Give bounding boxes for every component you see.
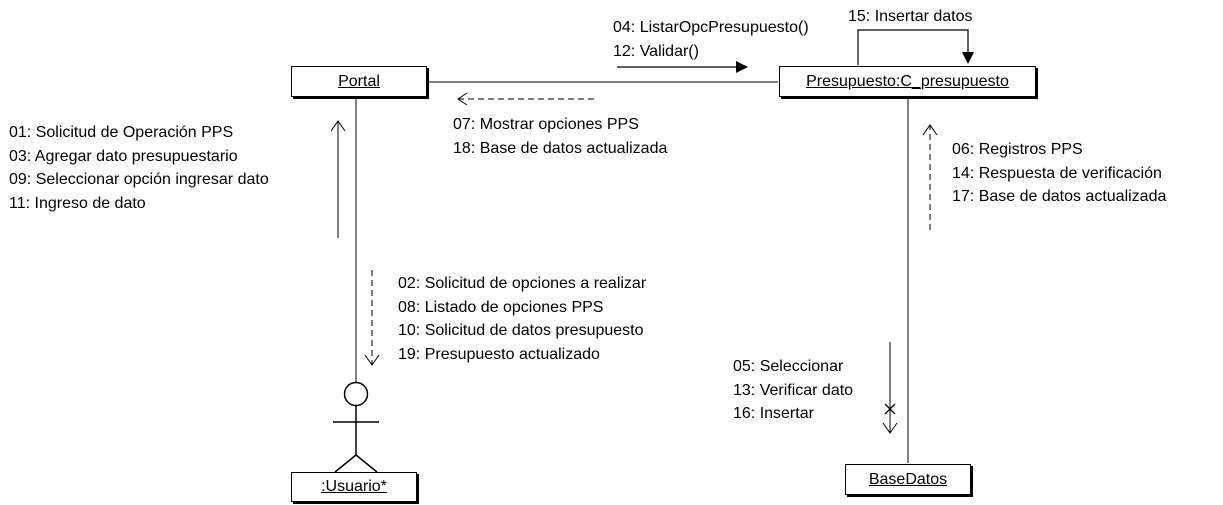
object-usuario[interactable]: :Usuario* bbox=[291, 472, 417, 502]
message-label: 06: Registros PPS bbox=[952, 141, 1083, 158]
message-label: 07: Mostrar opciones PPS bbox=[453, 116, 639, 133]
self-message-loop bbox=[857, 29, 969, 65]
arrowhead-presupuesto-to-portal bbox=[457, 92, 468, 106]
cross-mark bbox=[884, 403, 896, 415]
message-label: 17: Base de datos actualizada bbox=[952, 188, 1167, 205]
messages-presupuesto-to-portal: 07: Mostrar opciones PPS 18: Base de dat… bbox=[453, 113, 667, 160]
arrowhead-presupuesto-to-basedatos bbox=[882, 422, 898, 434]
messages-basedatos-to-presupuesto: 06: Registros PPS 14: Respuesta de verif… bbox=[952, 138, 1166, 209]
message-label: 10: Solicitud de datos presupuesto bbox=[398, 322, 644, 339]
message-label: 01: Solicitud de Operación PPS bbox=[9, 124, 234, 141]
message-label: 02: Solicitud de opciones a realizar bbox=[398, 275, 647, 292]
message-label: 16: Insertar bbox=[733, 405, 814, 422]
message-label: 18: Base de datos actualizada bbox=[453, 139, 668, 157]
actor-icon bbox=[333, 381, 379, 473]
message-label: 19: Presupuesto actualizado bbox=[398, 345, 600, 363]
object-usuario-label: :Usuario* bbox=[321, 478, 387, 495]
messages-portal-to-usuario: 02: Solicitud de opciones a realizar 08:… bbox=[398, 272, 646, 366]
message-label: 05: Seleccionar bbox=[733, 358, 844, 375]
object-portal-label: Portal bbox=[338, 73, 380, 90]
self-message-arrowhead bbox=[962, 52, 974, 64]
messages-presupuesto-to-basedatos: 05: Seleccionar 13: Verificar dato 16: I… bbox=[733, 355, 853, 426]
arrowhead-portal-to-presupuesto bbox=[736, 61, 748, 73]
object-basedatos-label: BaseDatos bbox=[868, 471, 948, 488]
arrowhead-usuario-to-portal bbox=[330, 120, 346, 132]
messages-portal-to-presupuesto: 04: ListarOpcPresupuesto() 12: Validar() bbox=[613, 16, 809, 63]
message-label: 12: Validar() bbox=[613, 42, 699, 60]
message-label: 15: Insertar datos bbox=[848, 8, 973, 25]
object-portal[interactable]: Portal bbox=[291, 66, 427, 97]
message-label: 13: Verificar dato bbox=[733, 381, 854, 399]
message-label: 04: ListarOpcPresupuesto() bbox=[613, 19, 809, 36]
message-label: 03: Agregar dato presupuestario bbox=[9, 147, 238, 165]
arrowhead-portal-to-usuario bbox=[364, 354, 380, 366]
message-label: 08: Listado de opciones PPS bbox=[398, 298, 604, 316]
object-presupuesto-label: Presupuesto:C_presupuesto bbox=[806, 73, 1009, 90]
arrowhead-basedatos-to-presupuesto bbox=[922, 124, 938, 136]
messages-self-presupuesto: 15: Insertar datos bbox=[848, 5, 973, 29]
object-basedatos[interactable]: BaseDatos bbox=[845, 464, 971, 495]
message-label: 14: Respuesta de verificación bbox=[952, 164, 1162, 182]
message-label: 11: Ingreso de dato bbox=[9, 194, 146, 212]
messages-usuario-to-portal: 01: Solicitud de Operación PPS 03: Agreg… bbox=[9, 121, 269, 215]
object-presupuesto[interactable]: Presupuesto:C_presupuesto bbox=[779, 66, 1036, 97]
message-label: 09: Seleccionar opción ingresar dato bbox=[9, 171, 269, 188]
